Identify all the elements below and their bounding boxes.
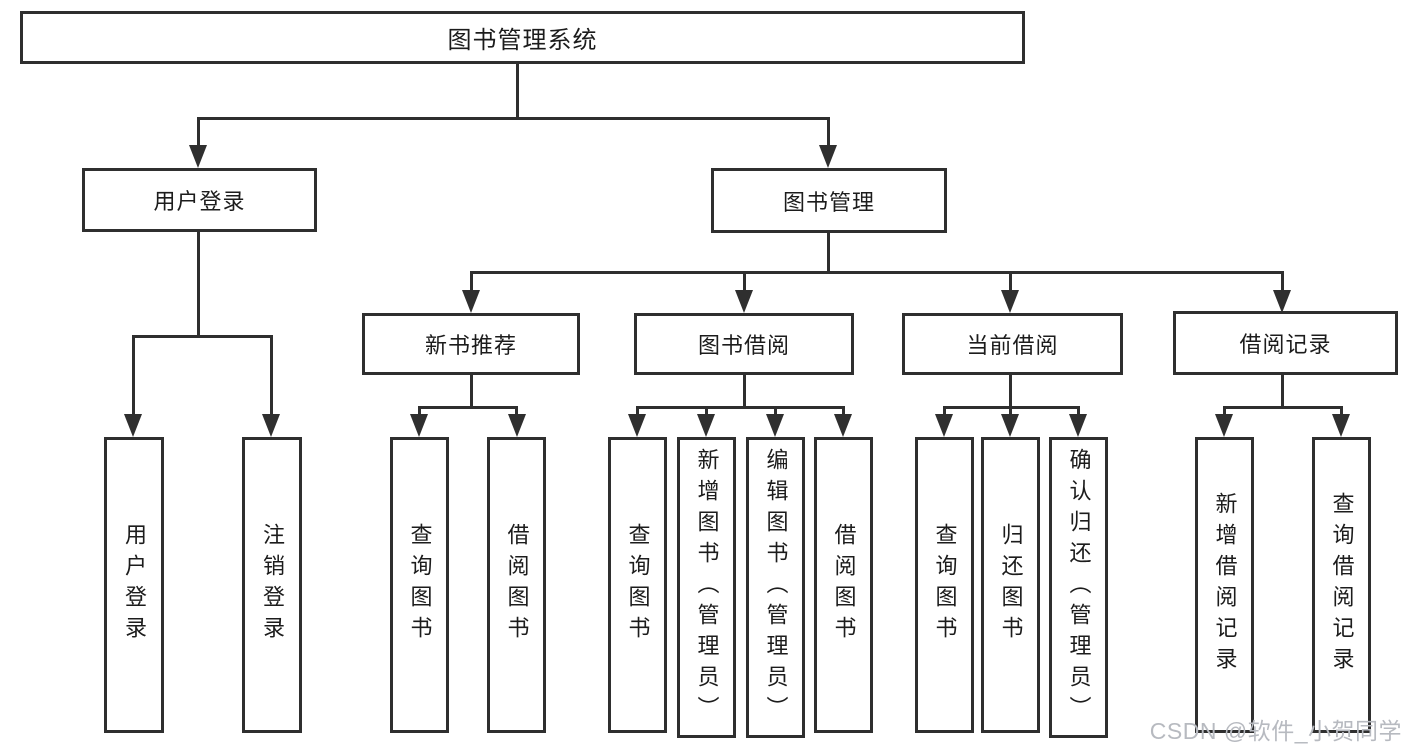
leaf-label: 用户登录 bbox=[122, 523, 147, 647]
leaf-label: 查询图书 bbox=[625, 523, 651, 647]
leaf-borrow-books-recommend: 借阅图书 bbox=[487, 437, 546, 733]
arrow-down-icon bbox=[766, 414, 784, 437]
arrow-down-icon bbox=[262, 414, 280, 437]
connector-line bbox=[743, 271, 746, 294]
leaf-label: 新增图书（管理员） bbox=[694, 448, 720, 727]
arrow-down-icon bbox=[819, 145, 837, 168]
connector-line bbox=[842, 406, 845, 418]
connector-line bbox=[197, 232, 200, 338]
connector-line bbox=[705, 406, 708, 418]
connector-line bbox=[1009, 375, 1012, 409]
connector-line bbox=[827, 233, 830, 274]
node-borrow-records: 借阅记录 bbox=[1173, 311, 1398, 375]
node-book-borrow: 图书借阅 bbox=[634, 313, 854, 375]
leaf-query-borrow-record: 查询借阅记录 bbox=[1312, 437, 1371, 733]
connector-line bbox=[1340, 406, 1343, 418]
leaf-logout: 注销登录 bbox=[242, 437, 302, 733]
leaf-label: 确认归还（管理员） bbox=[1066, 448, 1092, 727]
connector-line bbox=[1009, 271, 1012, 294]
arrow-down-icon bbox=[1332, 414, 1350, 437]
leaf-edit-book-admin: 编辑图书（管理员） bbox=[746, 437, 805, 738]
connector-line bbox=[197, 117, 200, 149]
arrow-down-icon bbox=[462, 290, 480, 313]
leaf-label: 注销登录 bbox=[260, 523, 285, 647]
connector-line bbox=[470, 375, 473, 409]
watermark-text: CSDN @软件_小贺同学 bbox=[1149, 718, 1402, 744]
connector-line bbox=[1281, 271, 1284, 294]
connector-line bbox=[743, 375, 746, 409]
arrow-down-icon bbox=[410, 414, 428, 437]
connector-line bbox=[471, 271, 1284, 274]
connector-line bbox=[1223, 406, 1342, 409]
node-new-book-recommend: 新书推荐 bbox=[362, 313, 580, 375]
leaf-query-books-recommend: 查询图书 bbox=[390, 437, 449, 733]
leaf-query-books-borrow: 查询图书 bbox=[608, 437, 667, 733]
connector-line bbox=[132, 335, 272, 338]
arrow-down-icon bbox=[1273, 290, 1291, 313]
node-user-login: 用户登录 bbox=[82, 168, 317, 232]
leaf-label: 借阅图书 bbox=[831, 523, 857, 647]
leaf-query-books-current: 查询图书 bbox=[915, 437, 974, 733]
connector-line bbox=[270, 335, 273, 417]
connector-line bbox=[516, 64, 519, 118]
arrow-down-icon bbox=[508, 414, 526, 437]
connector-line bbox=[1077, 406, 1080, 418]
arrow-down-icon bbox=[1001, 290, 1019, 313]
leaf-label: 查询图书 bbox=[407, 523, 433, 647]
connector-line bbox=[1281, 375, 1284, 409]
connector-line bbox=[418, 406, 421, 418]
node-current-borrow: 当前借阅 bbox=[902, 313, 1123, 375]
leaf-add-book-admin: 新增图书（管理员） bbox=[677, 437, 736, 738]
connector-line bbox=[470, 271, 473, 294]
connector-line bbox=[197, 117, 830, 120]
arrow-down-icon bbox=[124, 414, 142, 437]
connector-line bbox=[418, 406, 518, 409]
arrow-down-icon bbox=[1215, 414, 1233, 437]
node-book-management: 图书管理 bbox=[711, 168, 947, 233]
leaf-label: 归还图书 bbox=[998, 523, 1024, 647]
arrow-down-icon bbox=[628, 414, 646, 437]
arrow-down-icon bbox=[834, 414, 852, 437]
arrow-down-icon bbox=[935, 414, 953, 437]
leaf-label: 查询借阅记录 bbox=[1329, 492, 1355, 678]
arrow-down-icon bbox=[1001, 414, 1019, 437]
connector-line bbox=[827, 117, 830, 149]
arrow-down-icon bbox=[735, 290, 753, 313]
leaf-label: 查询图书 bbox=[932, 523, 958, 647]
leaf-add-borrow-record: 新增借阅记录 bbox=[1195, 437, 1254, 733]
connector-line bbox=[774, 406, 777, 418]
connector-line bbox=[515, 406, 518, 418]
arrow-down-icon bbox=[1069, 414, 1087, 437]
leaf-borrow-books: 借阅图书 bbox=[814, 437, 873, 733]
node-system-root: 图书管理系统 bbox=[20, 11, 1025, 64]
leaf-return-books: 归还图书 bbox=[981, 437, 1040, 733]
leaf-confirm-return-admin: 确认归还（管理员） bbox=[1049, 437, 1108, 738]
connector-line bbox=[132, 335, 135, 417]
arrow-down-icon bbox=[189, 145, 207, 168]
connector-line bbox=[1009, 406, 1012, 418]
arrow-down-icon bbox=[697, 414, 715, 437]
connector-line bbox=[1223, 406, 1226, 418]
connector-line bbox=[636, 406, 844, 409]
connector-line bbox=[943, 406, 946, 418]
leaf-user-login: 用户登录 bbox=[104, 437, 164, 733]
connector-line bbox=[636, 406, 639, 418]
leaf-label: 借阅图书 bbox=[504, 523, 530, 647]
leaf-label: 新增借阅记录 bbox=[1212, 492, 1238, 678]
leaf-label: 编辑图书（管理员） bbox=[763, 448, 789, 727]
